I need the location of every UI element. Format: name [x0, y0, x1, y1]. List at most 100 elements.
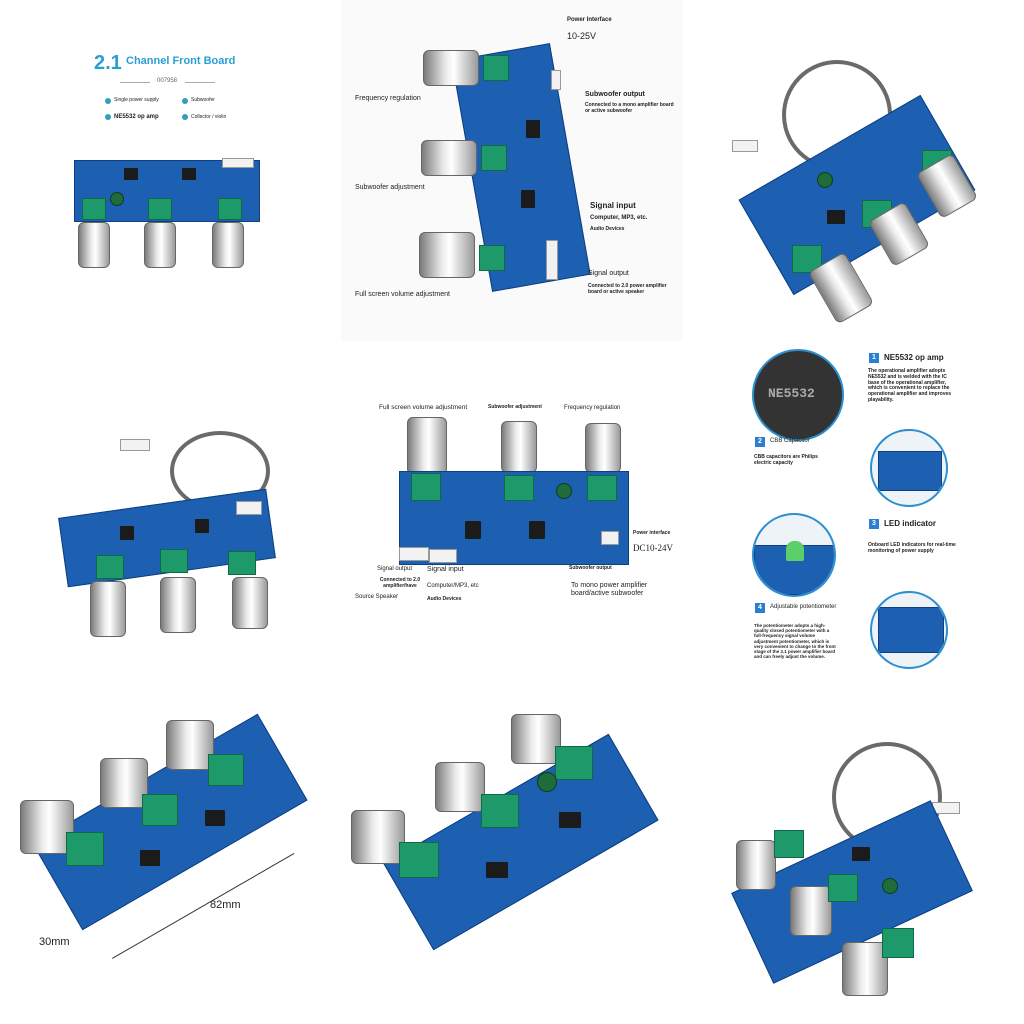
width-label: 82mm: [210, 899, 241, 911]
label-voltage: 10-25V: [567, 31, 597, 41]
zoom-chip-photo: NE5532: [752, 349, 844, 441]
label-mono: To mono power amplifier board/active sub…: [571, 582, 648, 598]
label-subwoofer-output: Subwoofer output: [569, 565, 612, 571]
knob: [20, 800, 74, 854]
knob: [78, 222, 110, 268]
knob: [790, 886, 832, 936]
pot-base: [148, 198, 172, 220]
knob: [232, 577, 268, 629]
pot-base: [479, 245, 505, 271]
led-icon: [786, 541, 804, 561]
label-subwoofer-output: Subwoofer output: [585, 91, 645, 98]
connector: [399, 547, 429, 561]
pot-base: [882, 928, 914, 958]
zoom-potentiometer-photo: [870, 591, 948, 669]
ic-chip: [120, 526, 134, 540]
knob: [501, 421, 537, 473]
ic-chip: [529, 521, 545, 539]
ic-chip: [124, 168, 138, 180]
feature-title: Adjustable potentiometer: [770, 604, 837, 610]
label-subwoofer-adjustment: Subwoofer adjustment: [355, 184, 425, 191]
feature-desc: The potentiometer adopts a high-quality …: [754, 623, 836, 660]
label-volume-adjustment: Full screen volume adjustment: [355, 291, 450, 298]
ic-chip: [852, 847, 870, 861]
label-signal-input-desc2: Audio Devices: [590, 226, 625, 232]
panel-labeled-board-horizontal: Full screen volume adjustment Subwoofer …: [341, 341, 682, 682]
connector: [429, 549, 457, 563]
label-signal-output-desc: Connected to 2.0 amplifier/have: [379, 577, 421, 589]
pot-base: [555, 746, 593, 780]
label-subwoofer-adj: Subwoofer adjustment: [488, 404, 542, 410]
connector: [551, 70, 561, 90]
knob: [423, 50, 479, 86]
feature-dot: [182, 114, 188, 120]
panel-front-board-overview: 2.1 Channel Front Board 007958 Single po…: [0, 0, 341, 341]
ic-chip: [486, 862, 508, 878]
connector: [732, 140, 758, 152]
panel-board-with-wires-3: [682, 682, 1023, 1023]
zoom-led-photo: [752, 513, 836, 597]
label-power-interface: Power Interface: [567, 17, 612, 23]
knob: [407, 417, 447, 475]
label-audio-devices: Audio Devices: [427, 596, 462, 602]
feature-desc: The operational amplifier adopts NE5532 …: [868, 368, 952, 403]
pot-base: [587, 475, 617, 501]
knob: [351, 810, 405, 864]
label-subwoofer-output-desc: Connected to a mono amplifier board or a…: [585, 102, 674, 114]
knob: [736, 840, 776, 890]
connector: [222, 158, 254, 168]
capacitor: [556, 483, 572, 499]
label-power-interface: Power interface: [633, 530, 671, 536]
label-computer: Computer/MP3, etc: [427, 583, 479, 589]
title-number: 2.1: [94, 52, 122, 74]
feature-title: LED indicator: [884, 519, 937, 528]
ic-chip: [140, 850, 160, 866]
pot-base: [481, 794, 519, 828]
panel-board-with-wires-1: [682, 0, 1023, 341]
knob: [166, 720, 214, 770]
feature-3: NE5532 op amp: [114, 114, 159, 120]
ic-chip: [827, 210, 845, 224]
panel-board-angle-view: [341, 682, 682, 1023]
ic-chip: [465, 521, 481, 539]
ic-chip: [205, 810, 225, 826]
label-frequency-regulation: Frequency regulation: [355, 95, 421, 102]
knob: [90, 581, 126, 637]
feature-number: 3: [869, 519, 879, 529]
knob: [144, 222, 176, 268]
ic-chip: [559, 812, 581, 828]
title-text: Channel Front Board: [126, 55, 236, 67]
feature-4: Collector / violin: [191, 114, 227, 120]
knob: [419, 232, 475, 278]
feature-dot: [182, 98, 188, 104]
pot-base: [504, 475, 534, 501]
connector: [236, 501, 262, 515]
knob: [212, 222, 244, 268]
label-source-speaker: Source Speaker: [355, 594, 399, 600]
knob: [842, 942, 888, 996]
label-signal-input: Signal input: [427, 566, 464, 573]
pot-base: [411, 473, 441, 501]
panel-dimensions: 82mm 30mm: [0, 682, 341, 1023]
feature-dot: [105, 114, 111, 120]
pot-base: [160, 549, 188, 573]
feature-dot: [105, 98, 111, 104]
feature-2: Subwoofer: [191, 97, 215, 103]
pot-base: [774, 830, 804, 858]
knob: [421, 140, 477, 176]
capacitor: [110, 192, 124, 206]
label-signal-output-desc: Connected to 2.0 power amplifier board o…: [588, 283, 667, 295]
pot-base: [96, 555, 124, 579]
pot-base: [481, 145, 507, 171]
label-signal-input-desc: Computer, MP3, etc.: [590, 215, 648, 221]
feature-1: Single power supply: [114, 97, 159, 103]
label-signal-output: Signal output: [377, 566, 413, 572]
feature-desc: Onboard LED indicators for real-time mon…: [868, 542, 956, 554]
ic-chip: [195, 519, 209, 533]
feature-title: NE5532 op amp: [884, 353, 944, 362]
feature-title: CBB Capacitor: [770, 438, 810, 444]
feature-number: 1: [869, 353, 879, 363]
product-code: 007958: [157, 78, 178, 84]
height-label: 30mm: [39, 936, 70, 948]
panel-feature-details: NE5532 1 NE5532 op amp The operational a…: [682, 341, 1023, 682]
